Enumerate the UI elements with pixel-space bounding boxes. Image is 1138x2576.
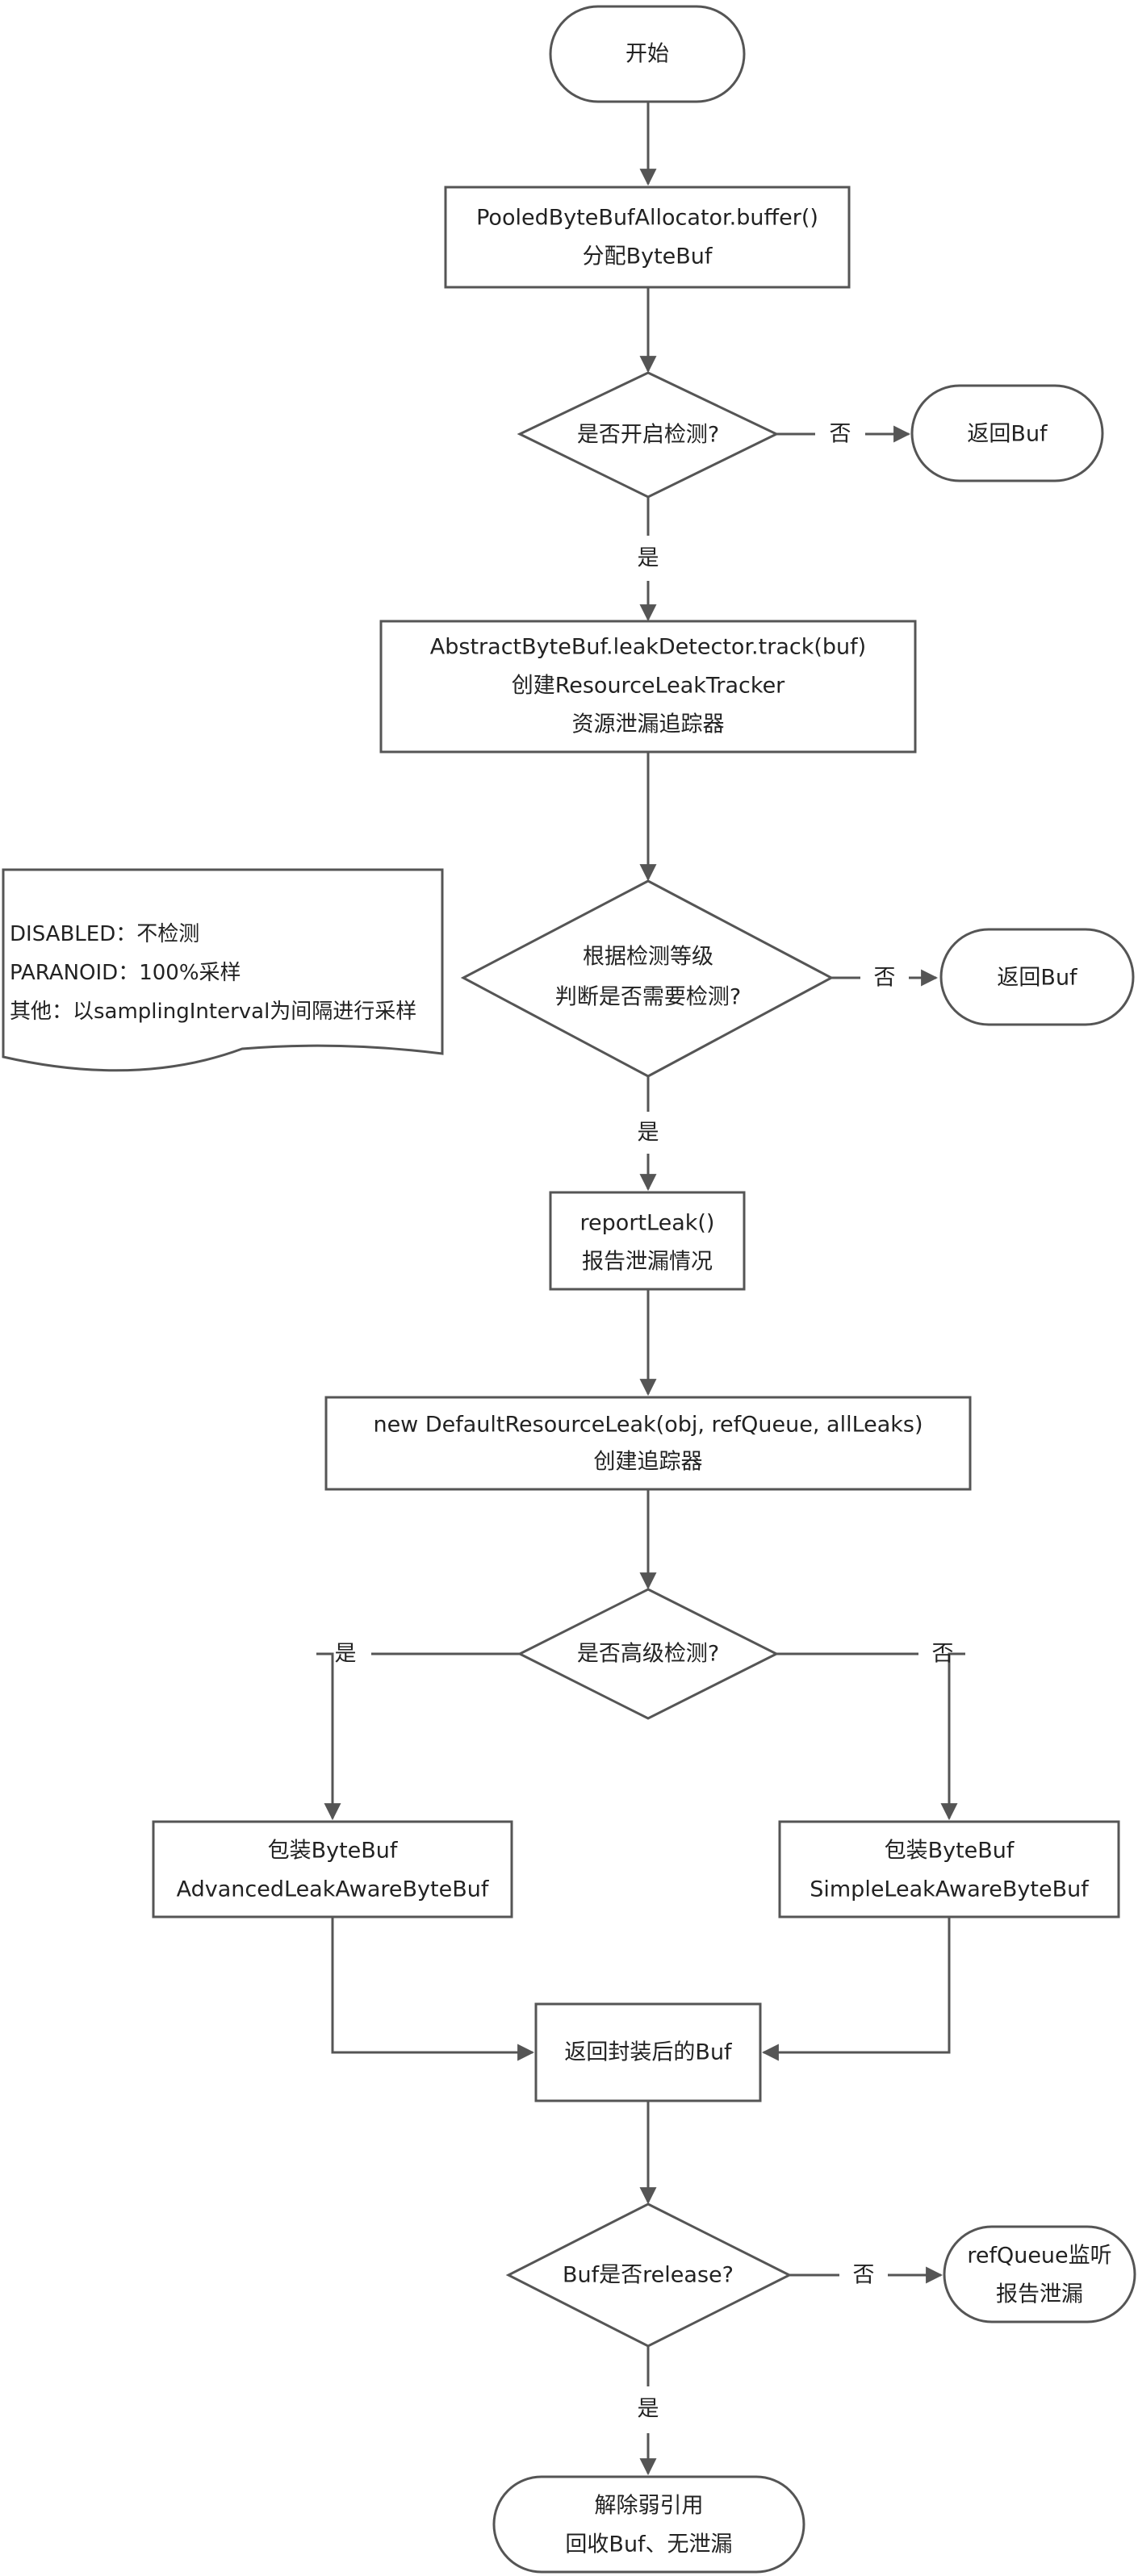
check-release-decision-shape bbox=[505, 2202, 793, 2348]
wrap-simple-process-shape bbox=[778, 1820, 1120, 1918]
report-leak-label-line1: reportLeak() bbox=[580, 1211, 715, 1236]
edge-label-enabled-no: 否 bbox=[830, 422, 851, 447]
sampling-note-shape bbox=[2, 868, 444, 1072]
return-wrapped-process-shape bbox=[534, 2002, 762, 2102]
check-advanced-label: 是否高级检测? bbox=[577, 1642, 719, 1667]
check-release-label: Buf是否release? bbox=[563, 2263, 734, 2288]
new-tracker-label-line1: new DefaultResourceLeak(obj, refQueue, a… bbox=[373, 1413, 923, 1438]
node-note: DISABLED：不检测 PARANOID：100%采样 其他：以samplin… bbox=[2, 868, 444, 1072]
check-enabled-label: 是否开启检测? bbox=[577, 423, 719, 448]
edge-label-advanced-yes: 是 bbox=[335, 1642, 357, 1667]
check-advanced-decision-shape bbox=[517, 1588, 780, 1720]
edge-label-release-yes: 是 bbox=[638, 2397, 659, 2422]
start-label: 开始 bbox=[625, 42, 669, 67]
track-process-shape bbox=[379, 620, 917, 754]
track-label-line3: 资源泄漏追踪器 bbox=[572, 712, 725, 737]
return-buf-1-label: 返回Buf bbox=[967, 422, 1048, 447]
edge-wrap-advanced-return bbox=[331, 1917, 535, 2061]
new-tracker-label-line2: 创建追踪器 bbox=[594, 1450, 703, 1475]
node-check-release: Buf是否release? bbox=[505, 2202, 793, 2348]
ref-queue-label-line2: 报告泄漏 bbox=[996, 2282, 1083, 2307]
note-line2: PARANOID：100%采样 bbox=[10, 961, 241, 985]
node-end: 解除弱引用 回收Buf、无泄漏 bbox=[492, 2475, 805, 2574]
end-terminal-shape bbox=[492, 2475, 805, 2574]
check-level-decision-shape bbox=[460, 879, 835, 1078]
edge-wrap-simple-return bbox=[761, 1917, 951, 2061]
node-start: 开始 bbox=[549, 5, 746, 103]
wrap-advanced-label-line1: 包装ByteBuf bbox=[268, 1839, 399, 1864]
return-wrapped-label: 返回封装后的Buf bbox=[564, 2040, 733, 2065]
note-line1: DISABLED：不检测 bbox=[10, 922, 199, 946]
track-label-line1: AbstractByteBuf.leakDetector.track(buf) bbox=[430, 635, 866, 660]
edge-label-enabled-yes: 是 bbox=[638, 546, 659, 571]
edge-label-release-no: 否 bbox=[853, 2263, 875, 2288]
return-buf-1-terminal-shape bbox=[910, 384, 1104, 482]
ref-queue-terminal-shape bbox=[943, 2225, 1136, 2323]
allocate-label-line2: 分配ByteBuf bbox=[583, 244, 713, 269]
node-track: AbstractByteBuf.leakDetector.track(buf) … bbox=[379, 620, 917, 754]
note-line3: 其他：以samplingInterval为间隔进行采样 bbox=[10, 1000, 416, 1024]
edge-label-advanced-no: 否 bbox=[932, 1642, 954, 1667]
allocate-label-line1: PooledByteBufAllocator.buffer() bbox=[476, 206, 818, 231]
edges bbox=[316, 102, 965, 2476]
report-leak-process-shape bbox=[549, 1191, 746, 1291]
check-level-label-line1: 根据检测等级 bbox=[583, 945, 713, 970]
node-check-level: 根据检测等级 判断是否需要检测? bbox=[460, 879, 835, 1078]
edge-label-level-yes: 是 bbox=[638, 1121, 659, 1146]
node-wrap-advanced: 包装ByteBuf AdvancedLeakAwareByteBuf bbox=[152, 1820, 513, 1918]
ref-queue-label-line1: refQueue监听 bbox=[967, 2244, 1111, 2269]
node-allocate: PooledByteBufAllocator.buffer() 分配ByteBu… bbox=[444, 186, 851, 289]
new-tracker-process-shape bbox=[324, 1396, 972, 1491]
wrap-simple-label-line1: 包装ByteBuf bbox=[885, 1839, 1015, 1864]
node-check-enabled: 是否开启检测? bbox=[517, 371, 780, 499]
end-label-line1: 解除弱引用 bbox=[595, 2494, 704, 2519]
end-label-line2: 回收Buf、无泄漏 bbox=[565, 2532, 732, 2557]
node-return-wrapped: 返回封装后的Buf bbox=[534, 2002, 762, 2102]
start-terminal-shape bbox=[549, 5, 746, 103]
node-report-leak: reportLeak() 报告泄漏情况 bbox=[549, 1191, 746, 1291]
edge-advanced-no-wrap bbox=[940, 1652, 965, 1821]
return-buf-2-label: 返回Buf bbox=[997, 966, 1078, 991]
wrap-simple-label-line2: SimpleLeakAwareByteBuf bbox=[810, 1877, 1090, 1902]
edge-labels: 否 是 否 是 是 否 否 是 bbox=[335, 422, 954, 2422]
edge-label-level-no: 否 bbox=[874, 966, 896, 991]
wrap-advanced-process-shape bbox=[152, 1820, 513, 1918]
node-ref-queue: refQueue监听 报告泄漏 bbox=[943, 2225, 1136, 2323]
check-enabled-decision-shape bbox=[517, 371, 780, 499]
edge-advanced-yes-wrap bbox=[316, 1652, 341, 1821]
check-level-label-line2: 判断是否需要检测? bbox=[555, 985, 741, 1010]
node-return-buf-2: 返回Buf bbox=[939, 928, 1135, 1026]
node-return-buf-1: 返回Buf bbox=[910, 384, 1104, 482]
node-wrap-simple: 包装ByteBuf SimpleLeakAwareByteBuf bbox=[778, 1820, 1120, 1918]
allocate-process-shape bbox=[444, 186, 851, 289]
track-label-line2: 创建ResourceLeakTracker bbox=[512, 674, 785, 699]
report-leak-label-line2: 报告泄漏情况 bbox=[582, 1250, 713, 1275]
node-check-advanced: 是否高级检测? bbox=[517, 1588, 780, 1720]
wrap-advanced-label-line2: AdvancedLeakAwareByteBuf bbox=[177, 1877, 490, 1902]
node-new-tracker: new DefaultResourceLeak(obj, refQueue, a… bbox=[324, 1396, 972, 1491]
return-buf-2-terminal-shape bbox=[939, 928, 1135, 1026]
